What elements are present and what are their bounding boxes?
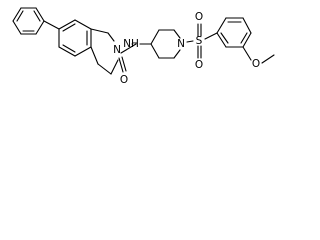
sulfonyl-oxygen-top-label: O (195, 11, 203, 23)
piperidine-ring (139, 29, 181, 59)
methoxy-oxygen-label: O (252, 58, 260, 70)
sulfonyl-group (186, 23, 218, 59)
piperidine-nitrogen-label: N (177, 38, 185, 50)
sulfonyl-oxygen-bottom-label: O (195, 59, 203, 71)
chemical-structure-diagram: N O NH N S O O O (12, 7, 275, 86)
carbonyl-oxygen-label: O (120, 74, 128, 86)
indoline-nitrogen-label: N (113, 44, 121, 56)
indoline-benzene-ring (58, 19, 92, 57)
methoxyphenyl-ring (216, 17, 252, 48)
phenyl-ring (12, 7, 45, 35)
indoline-pyrrolidine-ring (90, 28, 119, 75)
methoxy-group (242, 46, 275, 64)
sulfur-label: S (196, 35, 203, 47)
biaryl-bond (43, 20, 60, 30)
amide-nh-label: NH (123, 38, 139, 50)
urea-linker (118, 43, 137, 73)
